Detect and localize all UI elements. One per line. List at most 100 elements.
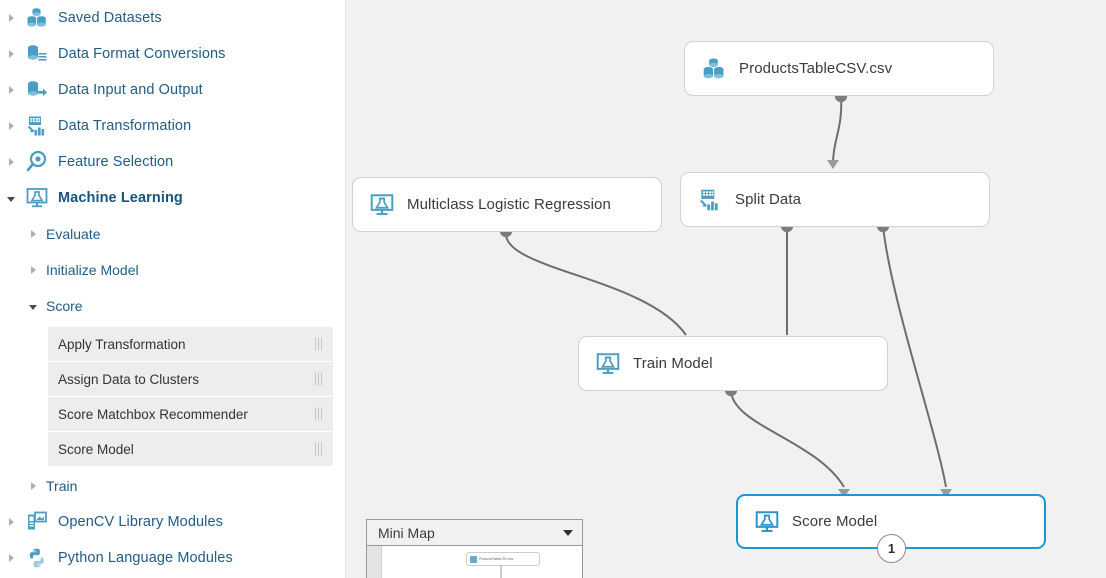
saved-datasets-icon — [24, 5, 50, 31]
sidebar-item-label: Python Language Modules — [58, 550, 233, 566]
score-module-list: Apply Transformation Assign Data to Clus… — [0, 327, 345, 466]
data-transformation-icon — [695, 186, 725, 214]
mini-map-title: Mini Map — [378, 524, 435, 541]
sidebar-item-data-format-conversions[interactable]: Data Format Conversions — [0, 36, 345, 72]
expander-evaluate[interactable] — [22, 230, 44, 238]
sidebar-item-label: Saved Datasets — [58, 10, 162, 26]
status-badge: 1 — [877, 534, 906, 563]
sidebar-subitem-score[interactable]: Score — [0, 288, 345, 324]
port-input-split — [827, 160, 839, 169]
sidebar-subitem-label: Train — [46, 478, 78, 494]
expander-machine-learning[interactable] — [0, 196, 22, 202]
expander-initialize-model[interactable] — [22, 266, 44, 274]
chevron-down-icon — [29, 304, 37, 310]
data-input-output-icon — [24, 77, 50, 103]
module-icon — [752, 508, 782, 536]
sidebar-subitem-label: Score — [46, 298, 83, 314]
feature-selection-icon — [24, 149, 50, 175]
sidebar-item-data-transformation[interactable]: Data Transformation — [0, 108, 345, 144]
node-multiclass-logistic-regression[interactable]: Multiclass Logistic Regression — [352, 177, 662, 232]
module-label: Score Model — [58, 441, 134, 457]
chevron-right-icon — [8, 14, 14, 22]
sidebar-item-label: Feature Selection — [58, 154, 174, 170]
drag-handle-icon[interactable] — [315, 442, 322, 456]
chevron-right-icon — [8, 554, 14, 562]
node-products-table-csv[interactable]: ProductsTableCSV.csv — [684, 41, 994, 96]
sidebar-subitem-evaluate[interactable]: Evaluate — [0, 216, 345, 252]
sidebar-item-feature-selection[interactable]: Feature Selection — [0, 144, 345, 180]
node-label: Multiclass Logistic Regression — [407, 196, 611, 213]
drag-handle-icon[interactable] — [315, 407, 322, 421]
node-label: Score Model — [792, 513, 878, 530]
drag-handle-icon[interactable] — [315, 372, 322, 386]
mini-map-header[interactable]: Mini Map — [367, 520, 582, 546]
list-item[interactable]: Score Model — [48, 432, 333, 466]
experiment-canvas[interactable]: ProductsTableCSV.csv Multiclass Logistic… — [345, 0, 1106, 578]
node-train-model[interactable]: Train Model — [578, 336, 888, 391]
sidebar-subitem-initialize-model[interactable]: Initialize Model — [0, 252, 345, 288]
chevron-right-icon — [8, 50, 14, 58]
expander-opencv[interactable] — [0, 518, 22, 526]
node-label: Train Model — [633, 355, 713, 372]
mini-map-canvas[interactable]: ProductsTableCSV.csv — [382, 546, 582, 578]
list-item[interactable]: Score Matchbox Recommender — [48, 397, 333, 431]
drag-handle-icon[interactable] — [315, 337, 322, 351]
opencv-icon — [24, 509, 50, 535]
list-item[interactable]: Apply Transformation — [48, 327, 333, 361]
port-input-score-2 — [940, 489, 952, 498]
module-palette-sidebar[interactable]: Saved Datasets Data Format Conversions — [0, 0, 345, 578]
data-transformation-icon — [24, 113, 50, 139]
sidebar-subitem-label: Initialize Model — [46, 262, 139, 278]
chevron-right-icon — [8, 86, 14, 94]
sidebar-item-machine-learning[interactable]: Machine Learning — [0, 180, 345, 216]
chevron-right-icon — [8, 122, 14, 130]
sidebar-item-label: Data Format Conversions — [58, 46, 226, 62]
expander-score[interactable] — [22, 304, 44, 310]
dataset-icon — [470, 555, 477, 563]
sidebar-item-label: Data Transformation — [58, 118, 192, 134]
module-label: Apply Transformation — [58, 336, 186, 352]
sidebar-subitem-label: Evaluate — [46, 226, 101, 242]
chevron-right-icon — [30, 266, 36, 274]
data-format-conversions-icon — [24, 41, 50, 67]
sidebar-item-python-language-modules[interactable]: Python Language Modules — [0, 540, 345, 576]
node-label: ProductsTableCSV.csv — [739, 60, 893, 77]
expander-saved-datasets[interactable] — [0, 14, 22, 22]
node-split-data[interactable]: Split Data — [680, 172, 990, 227]
mini-map-gutter — [367, 546, 382, 578]
python-icon — [24, 545, 50, 571]
expander-data-input-and-output[interactable] — [0, 86, 22, 94]
expander-python[interactable] — [0, 554, 22, 562]
sidebar-item-label: Data Input and Output — [58, 82, 203, 98]
mini-map-body[interactable]: ProductsTableCSV.csv — [367, 546, 582, 578]
expander-data-transformation[interactable] — [0, 122, 22, 130]
module-icon — [593, 350, 623, 378]
expander-data-format-conversions[interactable] — [0, 50, 22, 58]
port-input-score-1 — [838, 489, 850, 498]
node-label: Split Data — [735, 191, 802, 208]
mini-map-edges — [500, 565, 502, 578]
module-label: Assign Data to Clusters — [58, 371, 200, 387]
list-item[interactable]: Assign Data to Clusters — [48, 362, 333, 396]
chevron-right-icon — [8, 518, 14, 526]
sidebar-item-saved-datasets[interactable]: Saved Datasets — [0, 0, 345, 36]
mini-map-panel[interactable]: Mini Map ProductsTableCSV.csv — [366, 519, 583, 578]
sidebar-item-opencv-library-modules[interactable]: OpenCV Library Modules — [0, 504, 345, 540]
sidebar-item-label: OpenCV Library Modules — [58, 514, 223, 530]
chevron-down-icon[interactable] — [563, 529, 573, 536]
expander-feature-selection[interactable] — [0, 158, 22, 166]
chevron-down-icon — [7, 196, 15, 202]
dataset-icon — [699, 55, 729, 83]
chevron-right-icon — [8, 158, 14, 166]
module-icon — [367, 191, 397, 219]
mini-map-node-label: ProductsTableCSV.csv — [479, 557, 514, 561]
module-label: Score Matchbox Recommender — [58, 406, 248, 422]
expander-train[interactable] — [22, 482, 44, 490]
machine-learning-icon — [24, 185, 50, 211]
sidebar-item-data-input-and-output[interactable]: Data Input and Output — [0, 72, 345, 108]
sidebar-item-label: Machine Learning — [58, 190, 183, 206]
chevron-right-icon — [30, 230, 36, 238]
sidebar-subitem-train[interactable]: Train — [0, 468, 345, 504]
mini-map-node: ProductsTableCSV.csv — [466, 552, 540, 566]
